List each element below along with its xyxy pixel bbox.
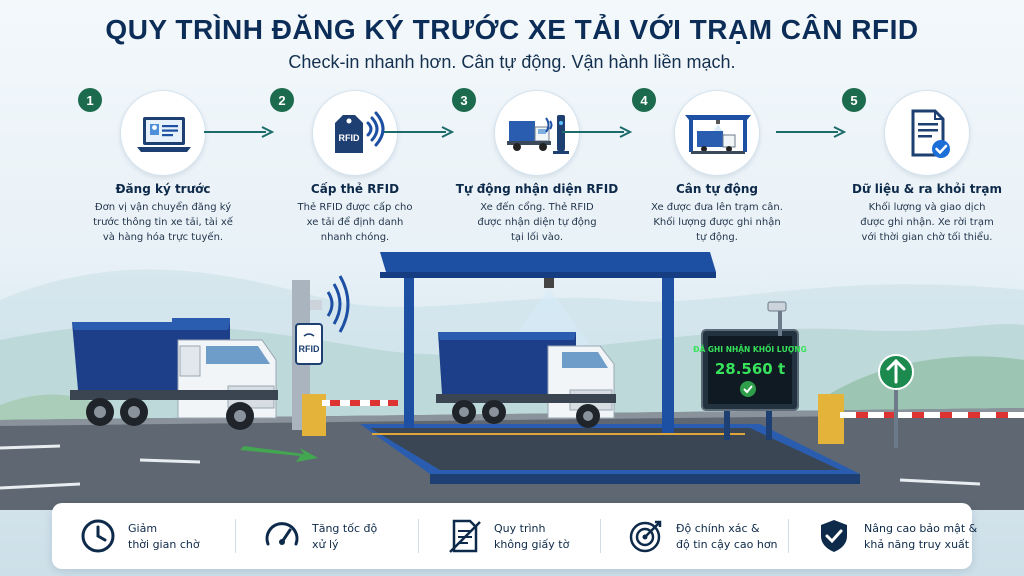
flow-arrow bbox=[384, 126, 454, 138]
divider bbox=[788, 519, 789, 553]
step-name: Cân tự động bbox=[675, 182, 759, 196]
step-number: 4 bbox=[632, 88, 656, 112]
step-number: 1 bbox=[78, 88, 102, 112]
step-description: Đơn vị vận chuyển đăng ký trước thông ti… bbox=[93, 202, 233, 243]
step-1: 1 Đăng ký trước Đơn vị vận chuyển đăng k… bbox=[78, 88, 258, 248]
weigh-station-scene: RFID ĐÃ GHI NHẬN KHỐI LƯỢNG 28.560 t bbox=[0, 252, 1024, 510]
benefit-label: Nâng cao bảo mật &khả năng truy xuất bbox=[864, 522, 978, 551]
rfid-tag-icon: RFID bbox=[312, 90, 398, 176]
shield-check-icon bbox=[821, 520, 847, 552]
document-check-icon bbox=[884, 90, 970, 176]
laptop-icon bbox=[120, 90, 206, 176]
speedometer-icon bbox=[265, 522, 299, 546]
divider bbox=[600, 519, 601, 553]
paperless-icon bbox=[449, 519, 481, 553]
truck-on-scale bbox=[436, 332, 616, 428]
step-2: 2 RFID Cấp thẻ RFID Thẻ RFID được cấp ch… bbox=[270, 88, 450, 248]
truck-left bbox=[70, 318, 278, 430]
divider bbox=[418, 519, 419, 553]
display-weight: 28.560 t bbox=[715, 360, 785, 378]
rfid-reader-label: RFID bbox=[299, 344, 320, 354]
step-description: Thẻ RFID được cấp cho xe tải để định dan… bbox=[297, 202, 413, 243]
camera-icon bbox=[767, 301, 787, 312]
step-number: 3 bbox=[452, 88, 476, 112]
step-name: Dữ liệu & ra khỏi trạm bbox=[852, 182, 1002, 196]
benefit-label: Độ chính xác &độ tin cậy cao hơn bbox=[676, 522, 778, 551]
weigh-station-icon bbox=[674, 90, 760, 176]
step-name: Cấp thẻ RFID bbox=[310, 182, 400, 196]
flow-arrow bbox=[204, 126, 274, 138]
step-3: 3 Tự động nhận diện RFID Xe đến cổng. Th… bbox=[452, 88, 632, 248]
step-name: Tự động nhận diện RFID bbox=[455, 182, 619, 196]
rfid-reader bbox=[295, 323, 323, 365]
step-name: Đăng ký trước bbox=[115, 182, 211, 196]
flow-arrow bbox=[562, 126, 632, 138]
step-description: Khối lượng và giao dịch được ghi nhận. X… bbox=[860, 202, 994, 243]
rfid-tag-label: RFID bbox=[339, 133, 360, 143]
target-icon bbox=[629, 520, 662, 553]
step-description: Xe đến cổng. Thẻ RFID được nhận diện tự … bbox=[477, 202, 597, 243]
clock-icon bbox=[81, 519, 115, 553]
step-5: 5 Dữ liệu & ra khỏi trạm Khối lượng và g… bbox=[842, 88, 1022, 248]
flow-arrow bbox=[776, 126, 846, 138]
step-number: 5 bbox=[842, 88, 866, 112]
page-subtitle: Check-in nhanh hơn. Cân tự động. Vận hàn… bbox=[288, 52, 736, 72]
step-description: Xe được đưa lên trạm cân. Khối lượng đượ… bbox=[651, 202, 783, 243]
step-4: 4 Cân tự động Xe được đưa lên trạm cân. … bbox=[632, 88, 812, 248]
benefit-item: Độ chính xác &độ tin cậy cao hơn bbox=[608, 503, 788, 569]
benefit-item: Nâng cao bảo mật &khả năng truy xuất bbox=[796, 503, 977, 569]
display-caption: ĐÃ GHI NHẬN KHỐI LƯỢNG bbox=[693, 344, 807, 354]
divider bbox=[235, 519, 236, 553]
step-number: 2 bbox=[270, 88, 294, 112]
ok-check-icon bbox=[740, 381, 756, 397]
page-title: QUY TRÌNH ĐĂNG KÝ TRƯỚC XE TẢI VỚI TRẠM … bbox=[105, 14, 919, 45]
